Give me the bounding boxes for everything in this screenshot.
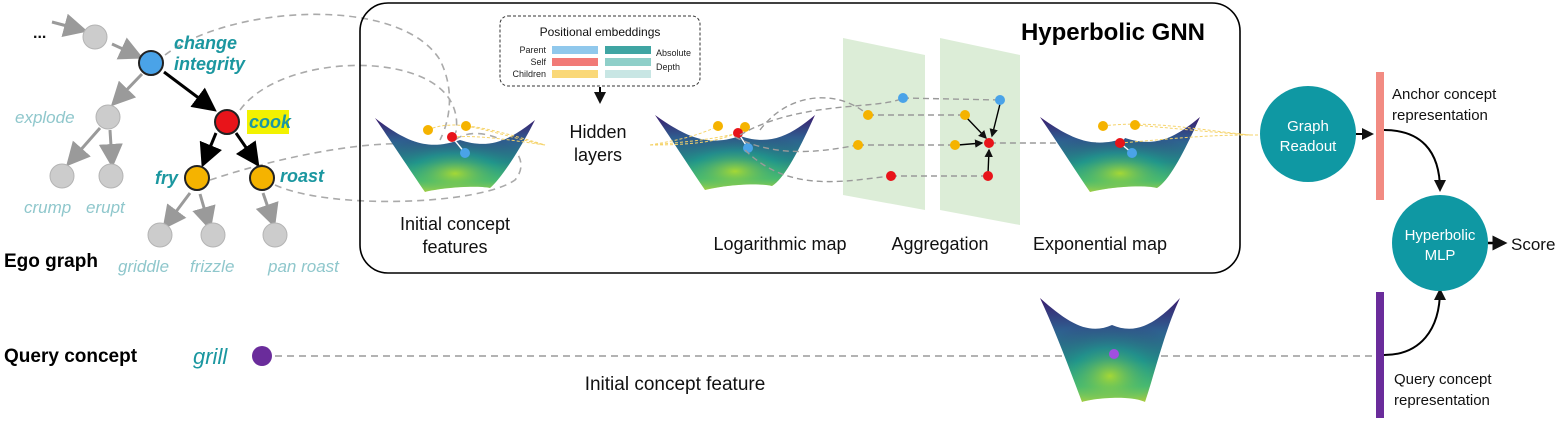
anchor-representation-bar: [1376, 72, 1384, 200]
graph-readout-node: [1260, 86, 1356, 182]
depth-swatch-1: [605, 58, 651, 66]
mlp-line1: Hyperbolic: [1405, 227, 1476, 244]
parent-swatch: [552, 46, 598, 54]
hidden-layers-line2: layers: [574, 145, 622, 165]
logarithmic-map-manifold: [649, 115, 815, 190]
roast-label: roast: [280, 166, 325, 186]
anchor-rep-line1: Anchor concept: [1392, 86, 1497, 103]
query-rep-line1: Query concept: [1394, 371, 1492, 388]
aggregation-plane-left: [843, 38, 925, 210]
exp-map-label: Exponential map: [1033, 234, 1167, 254]
pos-label-absolute: Absolute: [656, 48, 691, 58]
initial-features-manifold: [375, 118, 546, 192]
grill-label: grill: [193, 344, 228, 369]
cook-highlight: [247, 110, 289, 134]
ancestor-node: [82, 24, 108, 50]
query-representation-bar: [1376, 292, 1384, 418]
score-label: Score: [1511, 235, 1555, 254]
pan-roast-node: [262, 222, 288, 248]
integrity-label: integrity: [174, 54, 246, 74]
pos-label-self: Self: [530, 57, 546, 67]
edge-gray-to-change: [111, 37, 144, 60]
edge-cook-to-roast: [234, 132, 260, 167]
edge-top: [51, 13, 88, 37]
anchor-rep-line2: representation: [1392, 107, 1488, 124]
fry-node: [184, 165, 210, 191]
readout-line2: Readout: [1280, 138, 1338, 155]
positional-title: Positional embeddings: [540, 25, 661, 39]
hyperbolic-gnn-box: [359, 2, 1241, 274]
cook-node: [214, 109, 240, 135]
griddle-label: griddle: [118, 257, 169, 276]
pos-label-parent: Parent: [519, 45, 546, 55]
erupt-node: [98, 163, 124, 189]
erupt-label: erupt: [86, 198, 126, 217]
query-concept-title: Query concept: [4, 346, 138, 367]
frizzle-label: frizzle: [190, 257, 234, 276]
explode-node: [95, 104, 121, 130]
depth-swatch-2: [605, 70, 651, 78]
initial-features-line2: features: [422, 237, 487, 257]
edge-change-to-cook: [163, 70, 217, 112]
query-manifold: [1040, 298, 1180, 402]
crump-node: [49, 163, 75, 189]
aggregation-label: Aggregation: [891, 234, 988, 254]
log-map-label: Logarithmic map: [713, 234, 846, 254]
aggregation-planes: [734, 38, 1100, 225]
absolute-swatch: [605, 46, 651, 54]
explode-label: explode: [15, 108, 75, 127]
hidden-layers-line1: Hidden: [569, 122, 626, 142]
self-swatch: [552, 58, 598, 66]
anchor-to-mlp-arrow: [1383, 129, 1446, 192]
edge-fry-to-frizzle: [192, 193, 216, 231]
edge-change-to-explode: [110, 72, 144, 107]
edge-explode-to-erupt: [98, 129, 123, 168]
ego-graph: ... change integrity: [4, 13, 340, 276]
cook-label: cook: [249, 112, 292, 132]
children-swatch: [552, 70, 598, 78]
readout-line1: Graph: [1287, 118, 1329, 135]
exponential-map-manifold: [1040, 117, 1251, 192]
grill-node: [252, 346, 272, 366]
fry-label: fry: [155, 168, 179, 188]
edge-fry-to-griddle: [162, 192, 192, 230]
hyperbolic-mlp-node: [1392, 195, 1488, 291]
initial-concept-feature-label: Initial concept feature: [585, 374, 766, 395]
edge-cook-to-fry: [199, 132, 222, 168]
edge-explode-to-crump: [66, 127, 102, 167]
pos-label-depth: Depth: [656, 62, 680, 72]
edge-roast-to-panroast: [255, 192, 279, 228]
pos-label-children: Children: [512, 69, 546, 79]
query-rep-line2: representation: [1394, 392, 1490, 409]
pan-roast-label: pan roast: [267, 257, 340, 276]
roast-node: [249, 165, 275, 191]
query-to-mlp-arrow: [1383, 288, 1446, 356]
initial-features-line1: Initial concept: [400, 214, 510, 234]
frizzle-node: [200, 222, 226, 248]
griddle-node: [147, 222, 173, 248]
positional-embeddings-box: Positional embeddings Parent Self Childr…: [499, 15, 701, 87]
crump-label: crump: [24, 198, 71, 217]
ellipsis-label: ...: [33, 25, 46, 42]
mlp-line2: MLP: [1425, 247, 1456, 264]
gnn-title: Hyperbolic GNN: [1021, 19, 1205, 46]
change-integrity-node: [138, 50, 164, 76]
ego-graph-title: Ego graph: [4, 251, 98, 272]
change-label: change: [174, 33, 237, 53]
